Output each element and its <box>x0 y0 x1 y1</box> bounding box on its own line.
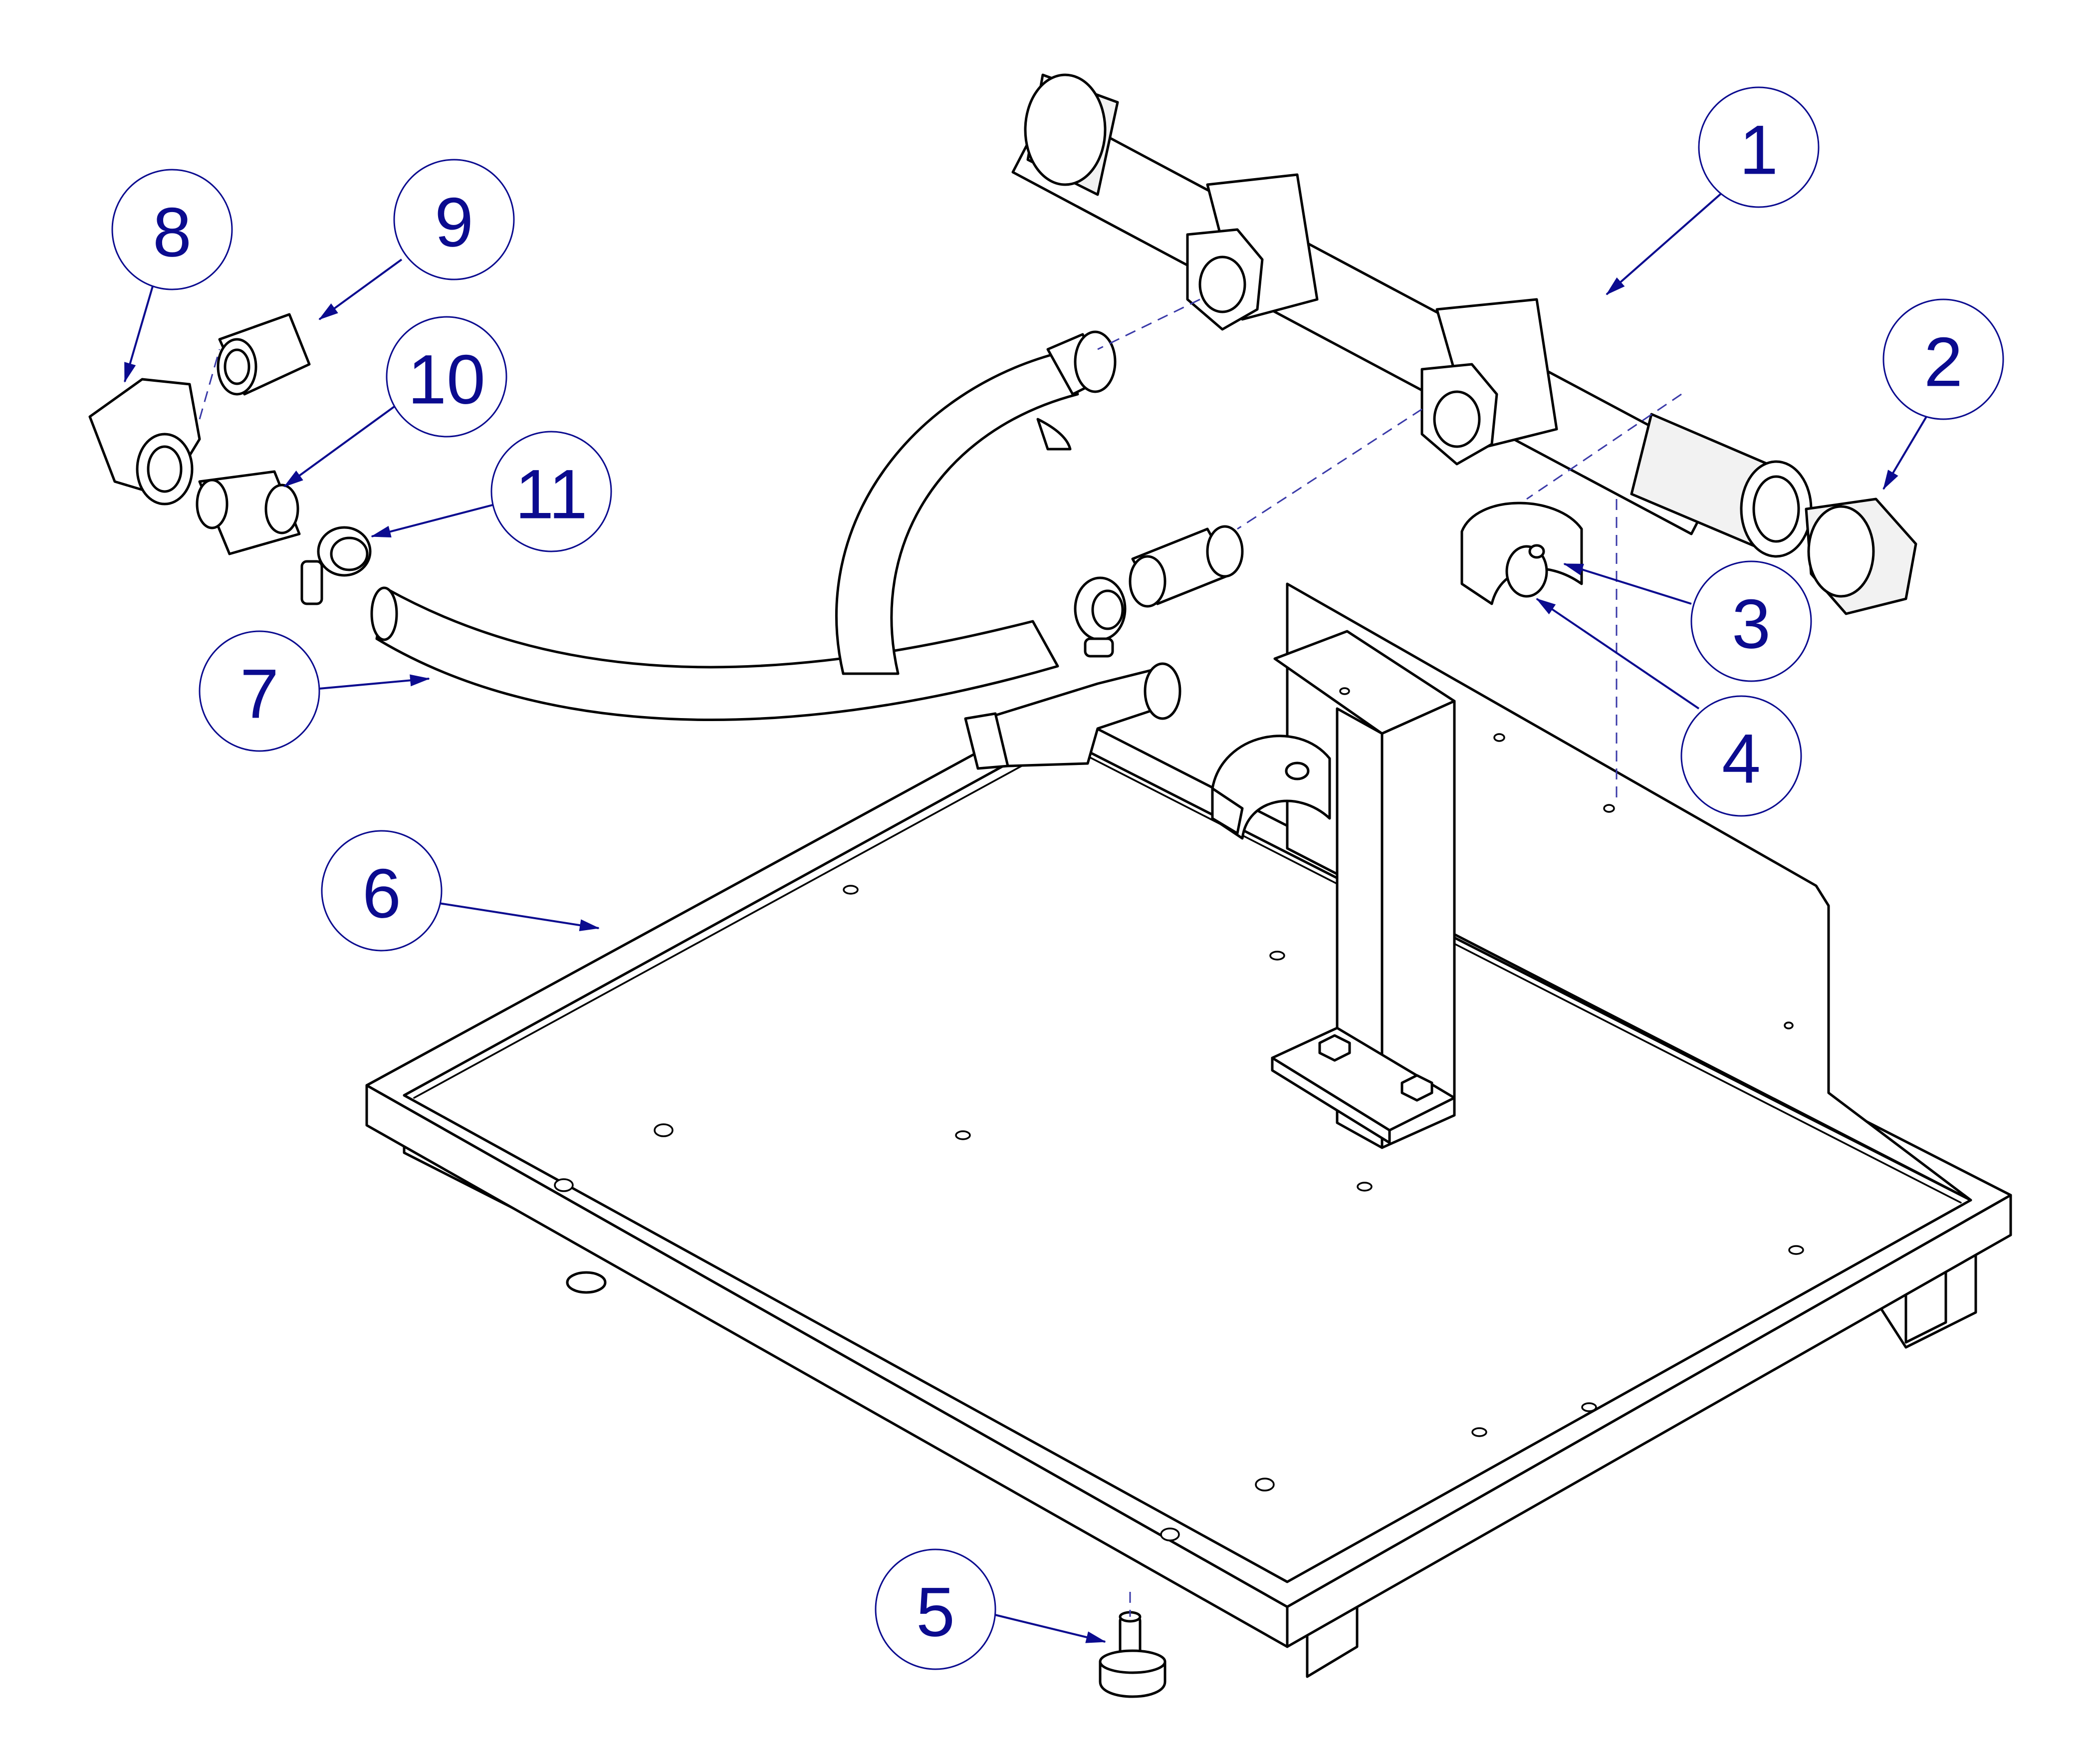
callout-label-10: 10 <box>408 340 485 419</box>
hose-clamps <box>1036 330 1127 658</box>
callout-label-6: 6 <box>362 854 401 933</box>
callout-label-1: 1 <box>1739 111 1778 189</box>
tray-holes <box>554 885 1804 1541</box>
callout-label-4: 4 <box>1722 720 1761 798</box>
callout-bubble-9: 9 <box>393 159 515 280</box>
hex-nipple <box>196 470 301 555</box>
leveling-foot <box>1099 1611 1166 1698</box>
pipe-clamp-lower <box>1211 735 1331 840</box>
callout-label-9: 9 <box>435 183 473 261</box>
hex-nipple-middle <box>1129 525 1244 608</box>
callout-bubble-6: 6 <box>321 830 443 952</box>
callout-label-5: 5 <box>916 1573 955 1651</box>
callout-label-8: 8 <box>153 193 192 271</box>
callout-bubble-3: 3 <box>1690 560 1812 682</box>
pipe-coupling <box>217 313 311 396</box>
callout-bubble-10: 10 <box>386 316 507 438</box>
hose-clamp <box>300 526 372 605</box>
callout-bubble-8: 8 <box>111 169 233 290</box>
pipe-clamp-upper <box>1460 502 1583 605</box>
assembly-axes <box>199 298 1682 1617</box>
callout-bubble-7: 7 <box>199 630 320 752</box>
hose-arc <box>835 350 1079 675</box>
elbow-fitting-upper <box>88 378 201 505</box>
leader-lines <box>124 184 1932 1643</box>
upright-bracket <box>1271 630 1456 1149</box>
hose-long <box>370 586 1059 722</box>
callout-bubble-1: 1 <box>1698 86 1820 208</box>
callout-bubble-11: 11 <box>490 431 612 552</box>
callout-label-11: 11 <box>515 455 587 533</box>
callout-bubble-2: 2 <box>1882 298 2004 420</box>
callout-label-2: 2 <box>1924 323 1963 401</box>
end-plug <box>1805 498 1917 615</box>
callout-bubble-5: 5 <box>875 1548 996 1670</box>
callout-label-7: 7 <box>240 655 279 733</box>
callout-label-3: 3 <box>1732 585 1771 663</box>
elbow-fitting-lower <box>964 662 1181 770</box>
manifold-pipe <box>1011 73 1813 558</box>
base-tray <box>365 707 2012 1678</box>
callout-bubble-4: 4 <box>1680 695 1802 817</box>
